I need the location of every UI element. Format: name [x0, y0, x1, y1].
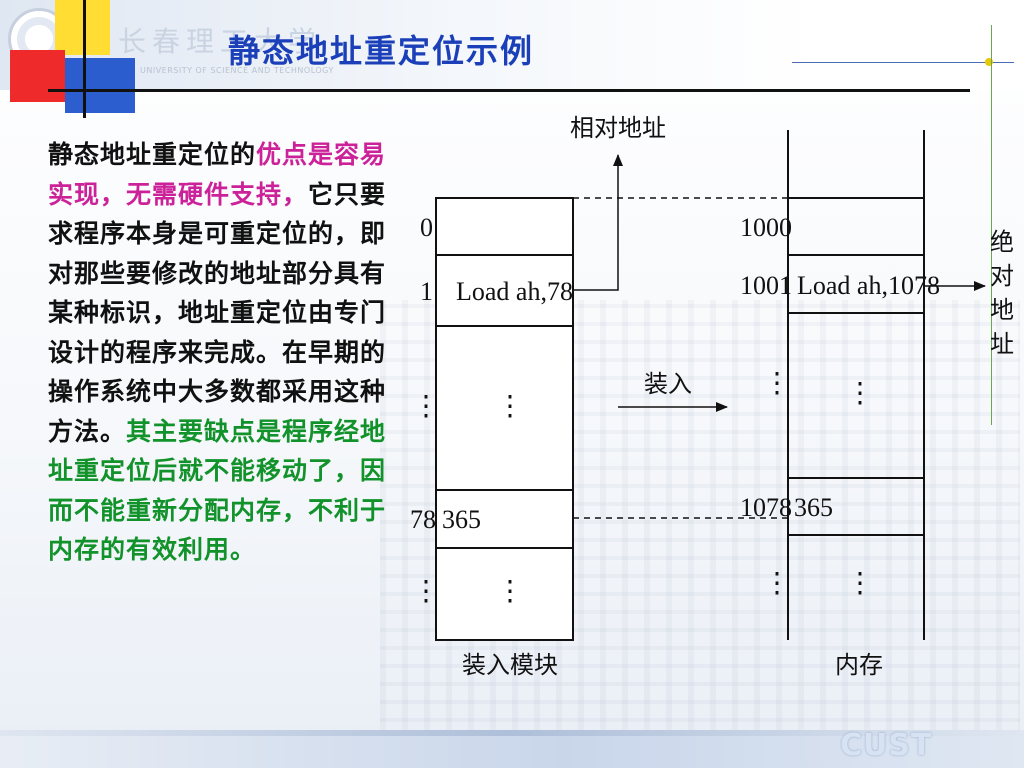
- memory-label: 内存: [835, 652, 883, 679]
- ellipsis-right-inner-1: ⋮: [846, 378, 874, 409]
- body-advantage: 优点是容易实现，无需硬件支持，: [48, 140, 387, 209]
- left-address-78: 78: [410, 505, 436, 534]
- decor-right-dot: [985, 58, 993, 66]
- right-address-1001: 1001: [740, 271, 792, 300]
- load-module-label: 装入模块: [462, 652, 558, 679]
- ellipsis-right-outer-2: ⋮: [763, 568, 791, 599]
- university-name-cn: 长春理工大学: [118, 25, 323, 58]
- slide-title: 静态地址重定位示例: [228, 32, 535, 70]
- body-explanation: 它只要求程序本身是可重定位的，即对那些要修改的地址部分具有某种标识，地址重定位由…: [48, 179, 387, 446]
- relative-address-arrow: [573, 154, 623, 291]
- ellipsis-left-inner-2: ⋮: [496, 576, 524, 607]
- left-address-1: 1: [420, 277, 433, 306]
- body-disadvantage: 其主要缺点是程序经地址重定位后就不能移动了，因而不能重新分配内存，不利于内存的有…: [48, 416, 387, 565]
- body-intro: 静态地址重定位的: [48, 140, 257, 169]
- absolute-address-label: 绝对地址: [990, 229, 1014, 358]
- right-instruction: Load ah,1078: [797, 271, 940, 300]
- body-paragraph: 静态地址重定位的优点是容易实现，无需硬件支持，它只要求程序本身是可重定位的，即对…: [48, 135, 393, 570]
- left-instruction: Load ah,78: [456, 277, 573, 306]
- relative-address-label: 相对地址: [570, 115, 666, 142]
- decor-right-vertical-line: [991, 25, 992, 425]
- university-name-en: UNIVERSITY OF SCIENCE AND TECHNOLOGY: [140, 66, 334, 75]
- decor-red-square: [10, 50, 65, 102]
- left-address-0: 0: [420, 213, 433, 242]
- decor-vertical-line: [83, 0, 86, 118]
- footer-band: [0, 730, 1024, 768]
- ellipsis-right-inner-2: ⋮: [846, 568, 874, 599]
- decor-right-rule: [792, 62, 1014, 63]
- load-label: 装入: [644, 371, 692, 398]
- left-data-value: 365: [442, 505, 481, 534]
- decor-yellow-square: [55, 0, 110, 55]
- load-module-block: [435, 197, 574, 641]
- header-band: [0, 0, 1024, 90]
- ellipsis-right-outer-1: ⋮: [763, 368, 791, 399]
- decor-blue-square: [65, 58, 135, 113]
- ellipsis-left-outer-2: ⋮: [412, 576, 440, 607]
- title-underline: [135, 89, 970, 92]
- ellipsis-left-outer-1: ⋮: [412, 391, 440, 422]
- right-address-1078: 1078: [740, 493, 792, 522]
- decor-horizontal-line: [48, 89, 143, 92]
- ellipsis-left-inner-1: ⋮: [496, 391, 524, 422]
- right-data-value: 365: [794, 493, 833, 522]
- cust-logo: CUST: [840, 728, 933, 763]
- right-address-1000: 1000: [740, 213, 792, 242]
